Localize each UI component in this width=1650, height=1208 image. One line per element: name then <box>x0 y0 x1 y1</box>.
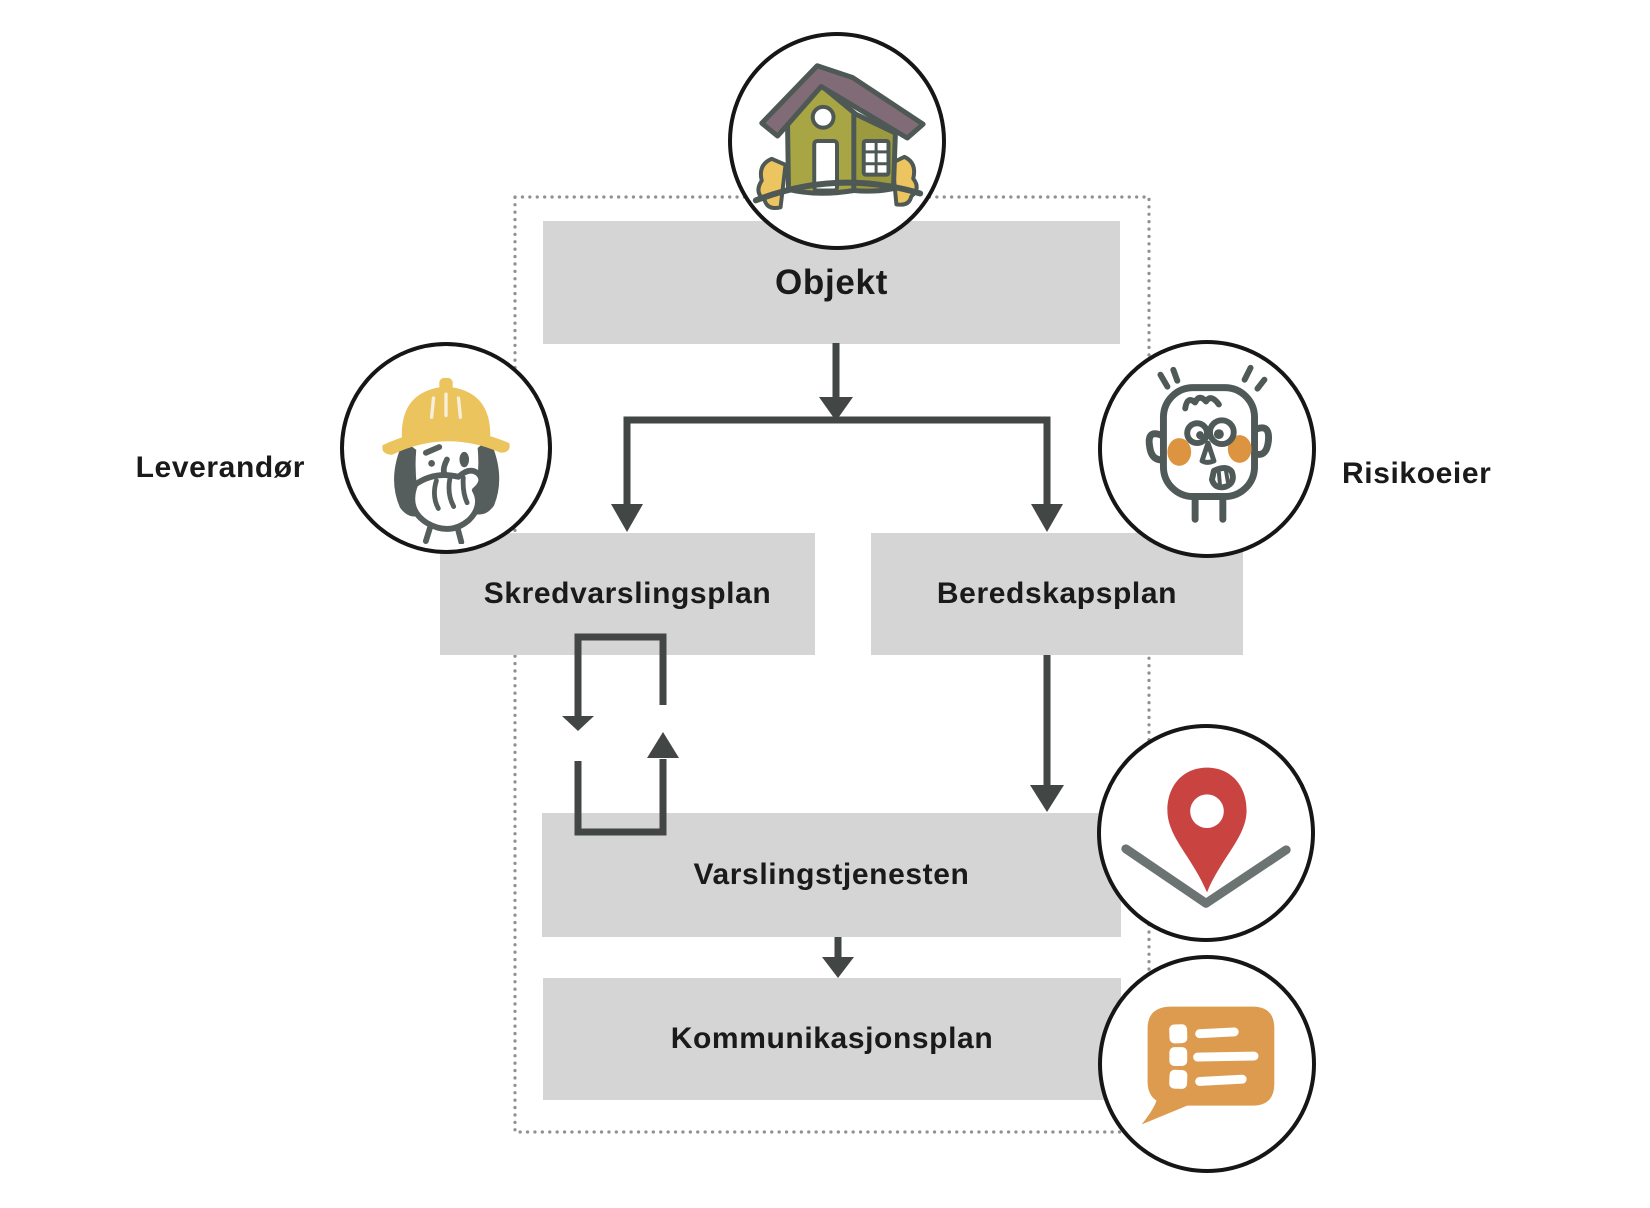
actor-label-leverandor: Leverandør <box>135 451 305 484</box>
arrowhead <box>819 397 853 421</box>
house-icon <box>752 63 926 210</box>
worried-face-icon <box>1145 364 1272 523</box>
arrow-split <box>623 416 1051 506</box>
arrowhead <box>1031 504 1063 532</box>
worried-face-icon-circle <box>1098 340 1316 558</box>
construction-worker-icon <box>382 377 510 544</box>
node-skredvarslingsplan-label: Skredvarslingsplan <box>483 577 772 610</box>
node-varslingstjenesten: Varslingstjenesten <box>542 813 1121 937</box>
arrowhead <box>822 957 854 978</box>
actor-label-risikoeier: Risikoeier <box>1342 457 1492 490</box>
node-kommunikasjonsplan-label: Kommunikasjonsplan <box>670 1022 994 1055</box>
node-varslingstjenesten-label: Varslingstjenesten <box>693 858 970 891</box>
map-pin-icon-circle <box>1097 724 1315 942</box>
node-kommunikasjonsplan: Kommunikasjonsplan <box>543 978 1121 1100</box>
construction-worker-icon-circle <box>340 342 552 554</box>
speech-bubble-list-icon <box>1141 1006 1275 1125</box>
node-beredskapsplan-label: Beredskapsplan <box>936 577 1178 610</box>
house-icon-circle <box>728 32 946 250</box>
map-pin-icon <box>1121 767 1291 908</box>
arrowhead <box>611 504 643 532</box>
speech-bubble-list-icon-circle <box>1098 955 1316 1173</box>
node-objekt-label: Objekt <box>774 262 889 302</box>
node-skredvarslingsplan: Skredvarslingsplan <box>440 533 815 655</box>
arrowhead <box>647 732 679 758</box>
arrowhead <box>1030 785 1064 812</box>
arrowhead <box>562 716 594 731</box>
